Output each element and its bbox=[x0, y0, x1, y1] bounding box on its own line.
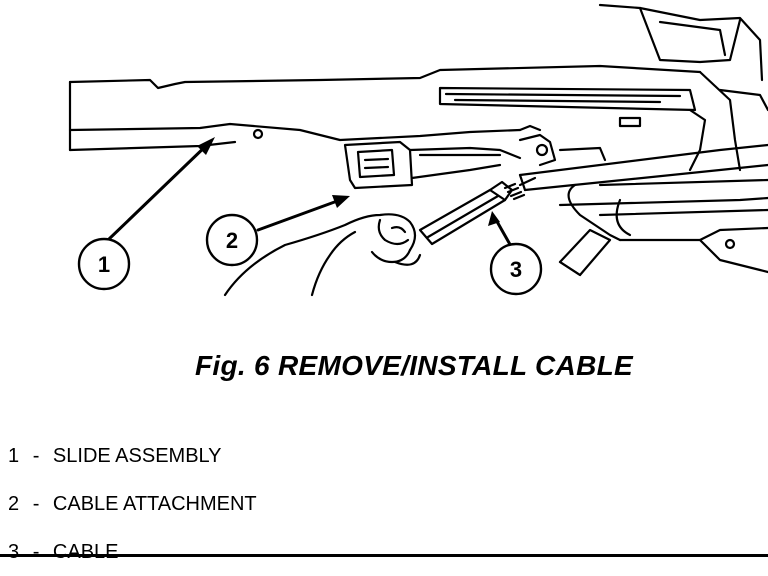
callout-3: 3 bbox=[489, 242, 543, 296]
arrowhead-3 bbox=[488, 211, 500, 226]
arrowhead-2 bbox=[332, 195, 350, 208]
legend-item: 2 - CABLE ATTACHMENT bbox=[8, 480, 257, 528]
svg-text:1: 1 bbox=[98, 252, 110, 277]
lower-track-drawing bbox=[518, 143, 768, 277]
cable-attachment-bracket-drawing bbox=[343, 124, 607, 190]
legend-separator: - bbox=[32, 493, 40, 515]
callout-1: 1 bbox=[77, 237, 131, 291]
legend-item: 3 - CABLE bbox=[8, 528, 257, 576]
legend: 1 - SLIDE ASSEMBLY 2 - CABLE ATTACHMENT … bbox=[8, 432, 257, 576]
legend-number: 1 bbox=[8, 445, 20, 467]
legend-number: 3 bbox=[8, 541, 20, 563]
legend-label: CABLE ATTACHMENT bbox=[52, 493, 257, 515]
legend-number: 2 bbox=[8, 493, 20, 515]
callout-2: 2 bbox=[205, 213, 259, 267]
legend-separator: - bbox=[32, 445, 40, 467]
mechanical-line-illustration: 1 2 3 bbox=[68, 3, 768, 297]
legend-label: SLIDE ASSEMBLY bbox=[52, 445, 222, 467]
svg-text:2: 2 bbox=[226, 228, 238, 253]
hand-drawing bbox=[223, 213, 422, 297]
callout-leaders bbox=[106, 140, 514, 250]
arrowhead-1 bbox=[197, 137, 215, 155]
legend-label: CABLE bbox=[52, 541, 119, 563]
cable-drawing bbox=[418, 176, 537, 246]
slide-assembly-drawing bbox=[68, 3, 768, 172]
legend-separator: - bbox=[32, 541, 40, 563]
svg-text:3: 3 bbox=[510, 257, 522, 282]
bottom-divider bbox=[0, 554, 768, 557]
figure-caption: Fig. 6 REMOVE/INSTALL CABLE bbox=[195, 350, 633, 381]
legend-item: 1 - SLIDE ASSEMBLY bbox=[8, 432, 257, 480]
